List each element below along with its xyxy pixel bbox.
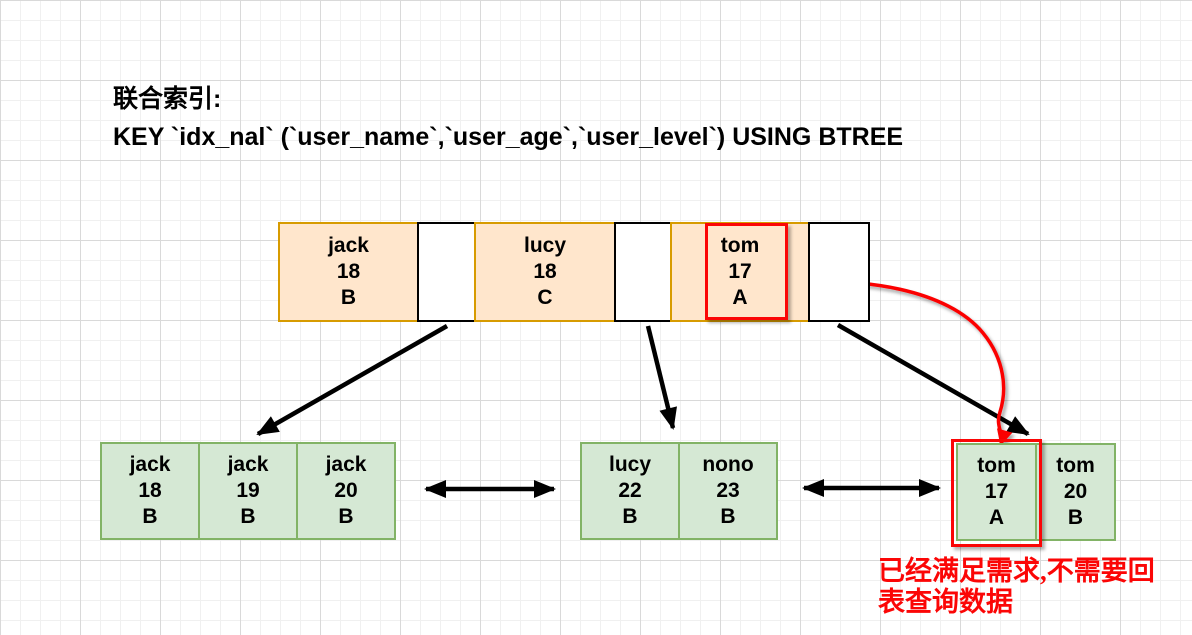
cell-level: B xyxy=(1067,506,1084,529)
cell-name: nono xyxy=(702,453,754,476)
cell-name: tom xyxy=(977,454,1016,477)
cell-age: 20 xyxy=(1063,480,1088,503)
arrow-root-to-leaf1 xyxy=(256,324,449,436)
title-block: 联合索引: KEY `idx_nal` (`user_name`,`user_a… xyxy=(113,80,903,156)
cell-age: 22 xyxy=(618,479,642,502)
cell-name: lucy xyxy=(608,453,652,476)
root-pointer-2 xyxy=(614,222,672,322)
title-line-2: KEY `idx_nal` (`user_name`,`user_age`,`u… xyxy=(113,123,904,151)
cell-age: 19 xyxy=(236,479,260,502)
cell-name: lucy xyxy=(523,234,567,257)
cell-level: B xyxy=(142,505,158,528)
root-pointer-1 xyxy=(417,222,476,322)
cell-name: jack xyxy=(227,453,269,476)
root-node: jack 18 B lucy 18 C tom 17 A xyxy=(278,222,870,322)
cell-level: B xyxy=(340,286,357,309)
cell-age: 20 xyxy=(334,479,358,502)
cell-level: C xyxy=(537,286,553,309)
cell-age: 23 xyxy=(716,479,740,502)
cell-age: 17 xyxy=(728,260,752,283)
highlight-box-root-tom xyxy=(705,223,788,320)
leaf-cell-jack-20: jack 20 B xyxy=(296,442,396,540)
arrow-root-to-leaf2 xyxy=(645,325,677,430)
leaf-cell-nono-23: nono 23 B xyxy=(678,442,778,540)
cell-name: tom xyxy=(720,234,760,257)
root-key-lucy: lucy 18 C xyxy=(474,222,616,322)
cell-level: A xyxy=(732,286,748,309)
leaf-node-group1: jack 18 B jack 19 B jack 20 B xyxy=(100,442,396,540)
cell-age: 18 xyxy=(336,260,361,283)
annotation-line-1: 已经满足需求,不需要回 xyxy=(878,556,1155,586)
leaf-node-group2: lucy 22 B nono 23 B xyxy=(580,442,778,540)
cell-level: B xyxy=(240,505,256,528)
highlight-box-leaf-tom xyxy=(951,439,1042,547)
leaf-cell-jack-19: jack 19 B xyxy=(198,442,298,540)
cell-age: 18 xyxy=(533,260,557,283)
cell-name: tom xyxy=(1056,454,1095,477)
cell-level: A xyxy=(988,506,1005,529)
leaf-cell-lucy-22: lucy 22 B xyxy=(580,442,680,540)
cell-name: jack xyxy=(328,234,369,257)
leaf-cell-jack-18: jack 18 B xyxy=(100,442,200,540)
cell-name: jack xyxy=(325,453,367,476)
arrow-root-to-leaf3 xyxy=(836,323,1030,436)
cell-level: B xyxy=(622,505,638,528)
annotation-covering-index: 已经满足需求,不需要回 表查询数据 xyxy=(878,556,1155,618)
title-line-1: 联合索引: xyxy=(113,85,222,113)
annotation-line-2: 表查询数据 xyxy=(878,587,1013,617)
leaf-cell-tom-20: tom 20 B xyxy=(1035,443,1116,541)
cell-level: B xyxy=(720,505,736,528)
cell-age: 17 xyxy=(984,480,1009,503)
leaf-node-group3: tom 17 A tom 20 B xyxy=(956,443,1116,541)
root-key-jack: jack 18 B xyxy=(278,222,419,322)
root-pointer-3 xyxy=(808,222,870,322)
cell-name: jack xyxy=(129,453,171,476)
cell-level: B xyxy=(338,505,354,528)
cell-age: 18 xyxy=(138,479,162,502)
